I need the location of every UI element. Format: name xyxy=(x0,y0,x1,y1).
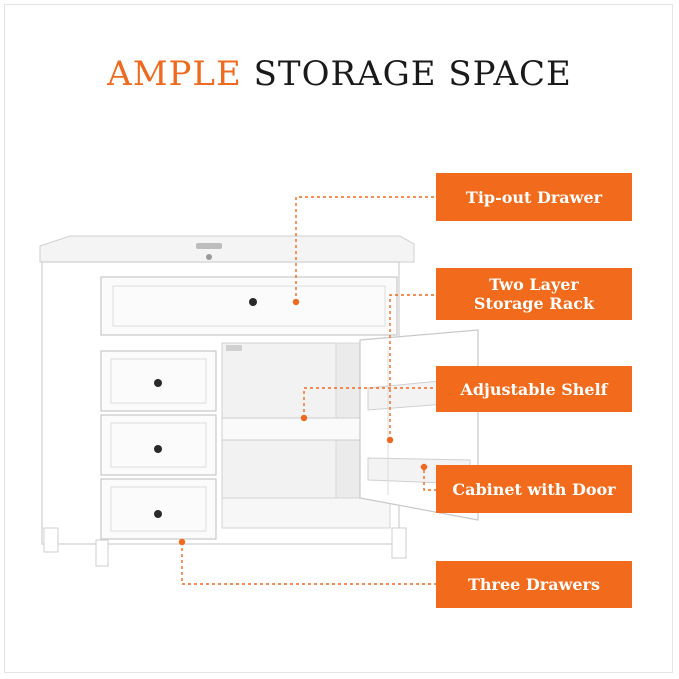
callout-three-drawers-label: Three Drawers xyxy=(468,575,600,594)
callout-tip-out-drawer: Tip-out Drawer xyxy=(436,173,632,221)
dot-two-layer-rack xyxy=(386,436,394,444)
tip-out-drawer-panel xyxy=(112,285,386,327)
drawer-2-panel xyxy=(110,422,207,468)
image-frame xyxy=(4,4,673,673)
callout-adjustable-shelf: Adjustable Shelf xyxy=(436,366,632,412)
leg-front-left xyxy=(43,527,59,553)
callout-adjustable-shelf-label: Adjustable Shelf xyxy=(460,379,608,399)
leader-two-layer-rack xyxy=(389,294,436,440)
leg-front-right xyxy=(391,527,407,559)
drawer-2-knob xyxy=(154,445,162,453)
headline-accent: AMPLE xyxy=(107,54,242,94)
callout-tip-out-drawer-label: Tip-out Drawer xyxy=(465,187,603,207)
callout-cabinet-with-door-label: Cabinet with Door xyxy=(452,479,616,499)
callout-two-layer-line2: Storage Rack xyxy=(473,294,595,313)
leader-lines xyxy=(181,196,436,585)
faucet-holes xyxy=(196,243,222,249)
leg-back-left xyxy=(95,539,109,567)
callout-three-drawers: Three Drawers xyxy=(436,561,632,608)
dot-tip-out-drawer xyxy=(292,298,300,306)
headline-rest: STORAGE SPACE xyxy=(253,54,572,94)
callout-two-layer-line1: Two Layer xyxy=(489,275,579,294)
dot-adjustable-shelf xyxy=(300,414,308,422)
dot-three-drawers xyxy=(178,538,186,546)
sink-top xyxy=(39,235,415,263)
hinge xyxy=(226,345,242,351)
tip-out-drawer-knob xyxy=(249,298,257,306)
headline: AMPLE STORAGE SPACE xyxy=(0,54,679,94)
drawer-3 xyxy=(100,478,217,540)
leader-three-drawers xyxy=(181,542,436,585)
drawer-1-panel xyxy=(110,358,207,404)
drawer-3-panel xyxy=(110,486,207,532)
dot-cabinet-door xyxy=(420,463,428,471)
leader-adjustable-shelf xyxy=(303,387,436,418)
adjustable-shelf xyxy=(221,417,363,441)
tip-out-drawer xyxy=(100,276,398,336)
drawer-1-knob xyxy=(154,379,162,387)
drain-icon xyxy=(206,254,212,260)
leader-cabinet-door xyxy=(423,470,436,491)
callout-cabinet-with-door: Cabinet with Door xyxy=(436,465,632,513)
drawer-2 xyxy=(100,414,217,476)
callout-two-layer-storage-rack: Two Layer Storage Rack xyxy=(436,268,632,320)
leader-dots xyxy=(178,298,428,546)
leader-tip-out-drawer xyxy=(295,196,436,302)
drawer-3-knob xyxy=(154,510,162,518)
bottom-shelf xyxy=(221,497,391,529)
